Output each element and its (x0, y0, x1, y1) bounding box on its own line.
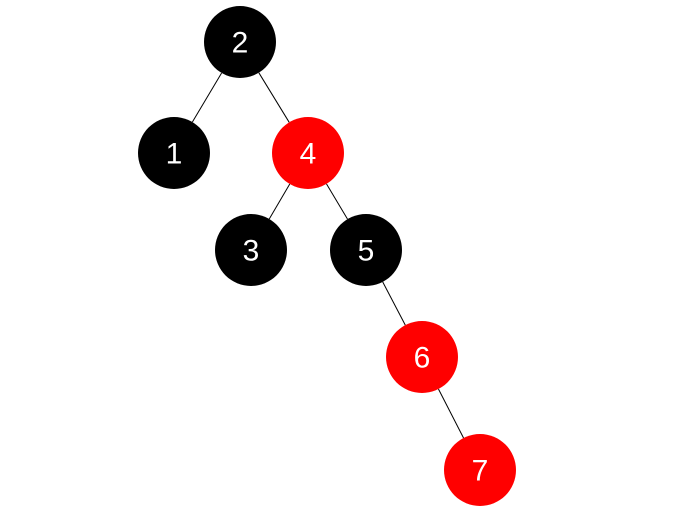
black-node-circle (138, 117, 210, 189)
black-node-circle (215, 214, 287, 286)
black-node-circle (330, 214, 402, 286)
node-label: 7 (472, 455, 489, 488)
tree-node-6: 6 (386, 321, 458, 393)
tree-node-4: 4 (272, 117, 344, 189)
edge-n4-n5 (326, 183, 348, 220)
edge-n2-n1 (191, 72, 223, 123)
node-label: 3 (243, 235, 260, 268)
edge-n2-n4 (258, 72, 290, 123)
node-label: 5 (358, 235, 375, 268)
node-label: 6 (414, 342, 431, 375)
node-label: 2 (232, 27, 249, 60)
red-node-circle (272, 117, 344, 189)
tree-nodes: 2 1 4 3 5 6 7 (138, 6, 516, 506)
tree-edges (191, 72, 465, 439)
tree-node-1: 1 (138, 117, 210, 189)
tree-node-3: 3 (215, 214, 287, 286)
red-node-circle (444, 434, 516, 506)
edge-n4-n3 (268, 183, 291, 220)
tree-node-5: 5 (330, 214, 402, 286)
black-node-circle (204, 6, 276, 78)
edge-n6-n7 (437, 388, 465, 439)
node-label: 1 (166, 138, 183, 171)
tree-node-2: 2 (204, 6, 276, 78)
tree-node-7: 7 (444, 434, 516, 506)
red-node-circle (386, 321, 458, 393)
edge-n5-n6 (382, 281, 406, 326)
node-label: 4 (300, 138, 317, 171)
